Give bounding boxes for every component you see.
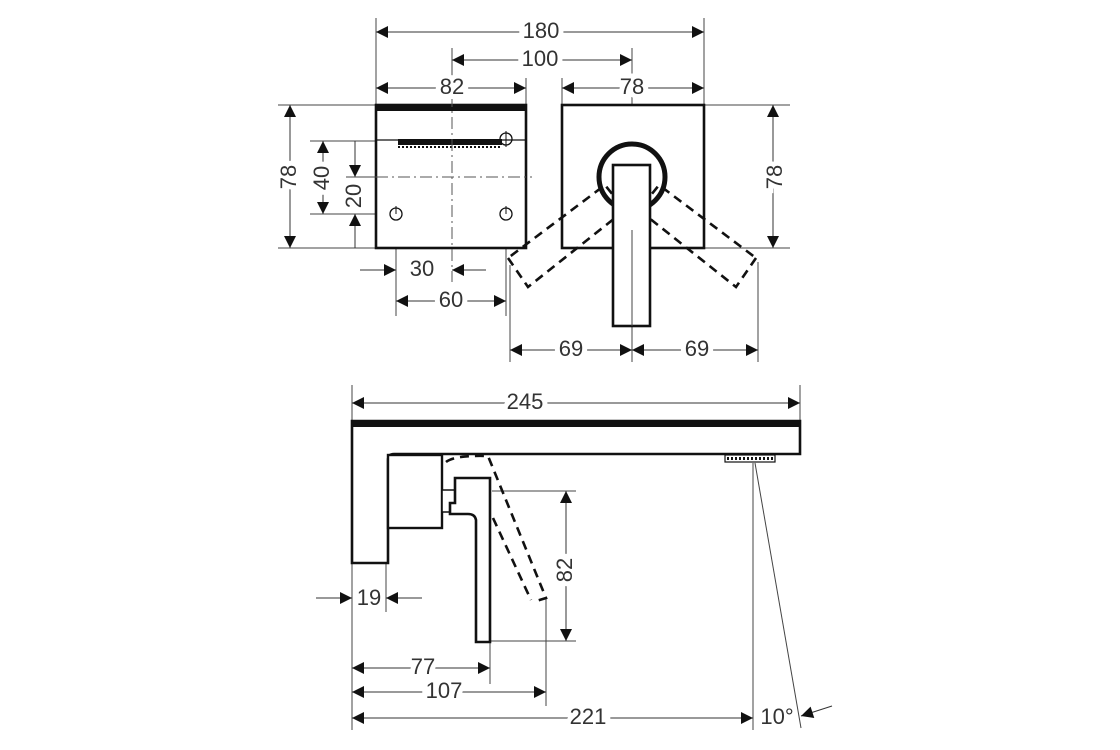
dim-10deg-arrow [800,705,833,719]
screw-hole-icon [499,206,513,221]
dim-label-78-left: 78 [276,165,301,189]
dim-label-100: 100 [522,46,559,71]
mixer-plate-right [506,103,758,328]
dim-label-69-left: 69 [559,336,583,361]
lever-side [445,454,548,644]
dim-label-10deg: 10° [760,704,793,729]
front-view: 180 100 82 78 78 40 20 30 60 78 69 69 [271,13,792,366]
dim-label-40: 40 [309,166,334,190]
dim-label-82-top: 82 [440,74,464,99]
dim-label-82: 82 [552,558,577,582]
mounting-plate-left [374,95,532,282]
screw-hole-icon [499,131,513,147]
dim-label-245: 245 [507,389,544,414]
dim-label-78-right: 78 [762,165,787,189]
dim-label-180: 180 [523,18,560,43]
dim-label-19: 19 [357,585,381,610]
side-view: 245 19 82 77 107 221 10° [316,384,833,734]
screw-hole-icon [389,206,403,221]
dim-label-107: 107 [426,678,463,703]
dim-label-20: 20 [341,184,366,208]
dim-label-77: 77 [411,654,435,679]
dim-label-60: 60 [439,287,463,312]
spout-body [350,419,802,565]
dim-label-30: 30 [410,256,434,281]
dim-label-69-right: 69 [685,336,709,361]
dim-label-221: 221 [570,704,607,729]
aerator [724,454,776,463]
dim-label-78-top: 78 [620,74,644,99]
